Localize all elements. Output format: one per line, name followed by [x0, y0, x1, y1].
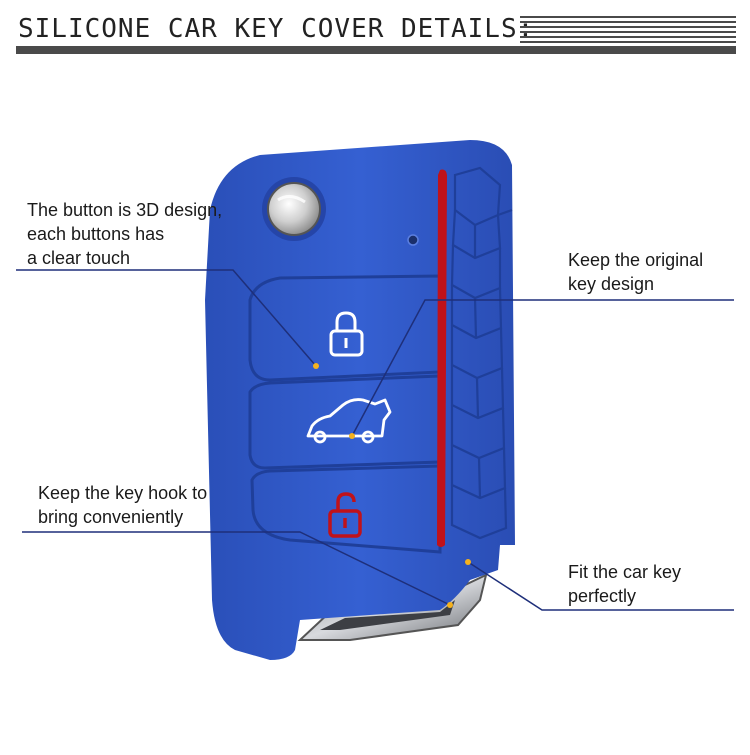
- indicator-dots: [313, 363, 471, 608]
- callout-line: The button is 3D design,: [27, 200, 223, 220]
- header-underline: [16, 46, 736, 54]
- header-stripes: [520, 16, 736, 44]
- callout-fit-key: Fit the car key perfectly: [568, 560, 681, 608]
- leader-lines: [16, 269, 734, 611]
- honeycomb-texture: [450, 166, 513, 540]
- key-ring: [262, 177, 326, 241]
- callout-button-3d: The button is 3D design, each buttons ha…: [27, 198, 222, 270]
- callout-line: a clear touch: [27, 248, 131, 268]
- callout-line: key design: [568, 274, 655, 294]
- callout-line: Keep the key hook to: [38, 483, 208, 503]
- callout-line: Keep the original: [568, 250, 704, 270]
- callout-line: bring conveniently: [38, 507, 184, 527]
- callout-original-design: Keep the original key design: [568, 248, 703, 296]
- car-trunk-icon: [306, 398, 392, 444]
- callout-key-hook: Keep the key hook to bring conveniently: [38, 481, 207, 529]
- led-indicator: [407, 234, 419, 246]
- callout-line: each buttons has: [27, 224, 165, 244]
- callout-line: perfectly: [568, 586, 637, 606]
- page-title: SILICONE CAR KEY COVER DETAILS:: [18, 14, 535, 44]
- red-stripe: [437, 169, 447, 548]
- unlock-icon: [328, 492, 362, 538]
- callout-line: Fit the car key: [568, 562, 682, 582]
- lock-icon: [329, 311, 364, 357]
- header: SILICONE CAR KEY COVER DETAILS:: [16, 8, 736, 58]
